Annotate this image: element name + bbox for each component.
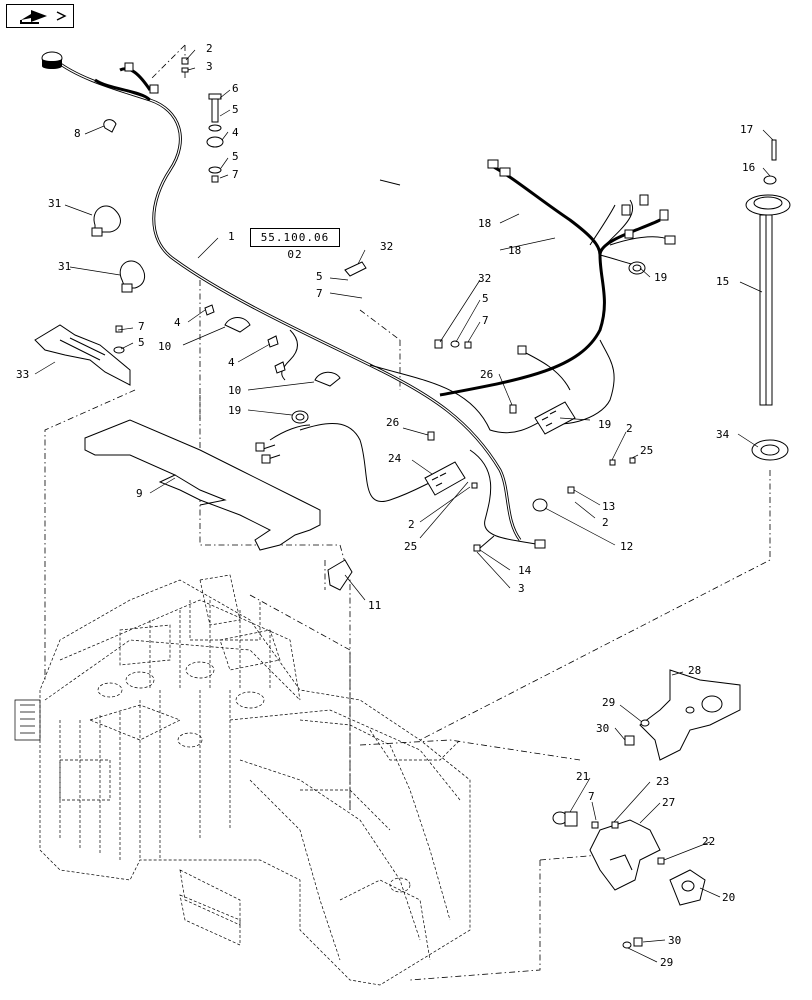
callout-label: 5 <box>232 103 239 116</box>
callout-label: 8 <box>74 127 81 140</box>
callout-label: 25 <box>640 444 653 457</box>
callout-label: 5 <box>232 150 239 163</box>
callout-label: 29 <box>660 956 673 969</box>
callout-label: 19 <box>598 418 611 431</box>
callout-label: 18 <box>478 217 491 230</box>
next-page-arrow-icon <box>20 10 67 24</box>
callout-label: 32 <box>478 272 491 285</box>
callout-label: 7 <box>316 287 323 300</box>
callout-label: 7 <box>588 790 595 803</box>
callout-label: 20 <box>722 891 735 904</box>
callout-label: 4 <box>228 356 235 369</box>
callout-label: 23 <box>656 775 669 788</box>
callout-label: 7 <box>232 168 239 181</box>
callout-label: 2 <box>602 516 609 529</box>
leader-lines <box>34 49 774 963</box>
callout-label: 2 <box>408 518 415 531</box>
callout-label: 16 <box>742 161 755 174</box>
callout-label: 3 <box>518 582 525 595</box>
callout-label: 30 <box>596 722 609 735</box>
callout-label: 5 <box>138 336 145 349</box>
callout-label: 27 <box>662 796 675 809</box>
callout-label: 21 <box>576 770 589 783</box>
callout-label: 17 <box>740 123 753 136</box>
callout-label: 5 <box>316 270 323 283</box>
callout-label: 22 <box>702 835 715 848</box>
callout-label: 2 <box>626 422 633 435</box>
callout-label: 18 <box>508 244 521 257</box>
parts <box>34 51 791 949</box>
callout-label: 12 <box>620 540 633 553</box>
callout-label: 26 <box>386 416 399 429</box>
callout-label: 2 <box>206 42 213 55</box>
callout-label: 31 <box>48 197 61 210</box>
callout-label: 25 <box>404 540 417 553</box>
callout-label: 28 <box>688 664 701 677</box>
callout-label: 7 <box>138 320 145 333</box>
callout-label: 9 <box>136 487 143 500</box>
callout-label: 30 <box>668 934 681 947</box>
callout-label: 6 <box>232 82 239 95</box>
callout-label: 19 <box>228 404 241 417</box>
wire-harness <box>54 58 676 549</box>
callout-label: 10 <box>228 384 241 397</box>
callout-label: 3 <box>206 60 213 73</box>
callout-label: 10 <box>158 340 171 353</box>
callout-label: 29 <box>602 696 615 709</box>
callout-label: 24 <box>388 452 402 465</box>
tractor-body <box>14 574 471 986</box>
callout-label: 11 <box>368 599 381 612</box>
callout-label: 26 <box>480 368 493 381</box>
callout-label: 33 <box>16 368 29 381</box>
callout-label: 13 <box>602 500 615 513</box>
callout-label: 4 <box>174 316 181 329</box>
callout-label: 4 <box>232 126 239 139</box>
callout-label: 15 <box>716 275 729 288</box>
reference-lines <box>44 44 771 981</box>
callout-label: 14 <box>518 564 532 577</box>
callout-label: 7 <box>482 314 489 327</box>
next-page-button[interactable] <box>6 4 74 28</box>
callout-label: 5 <box>482 292 489 305</box>
callout-label: 1 <box>228 230 235 243</box>
callouts: 2 3 6 5 4 5 7 8 31 1 31 32 5 7 4 7 5 10 … <box>16 42 755 969</box>
callout-label: 19 <box>654 271 667 284</box>
reference-box: 55.100.06 02 <box>250 228 340 261</box>
callout-label: 34 <box>716 428 730 441</box>
connector <box>487 159 499 169</box>
callout-label: 32 <box>380 240 393 253</box>
callout-label: 31 <box>58 260 71 273</box>
